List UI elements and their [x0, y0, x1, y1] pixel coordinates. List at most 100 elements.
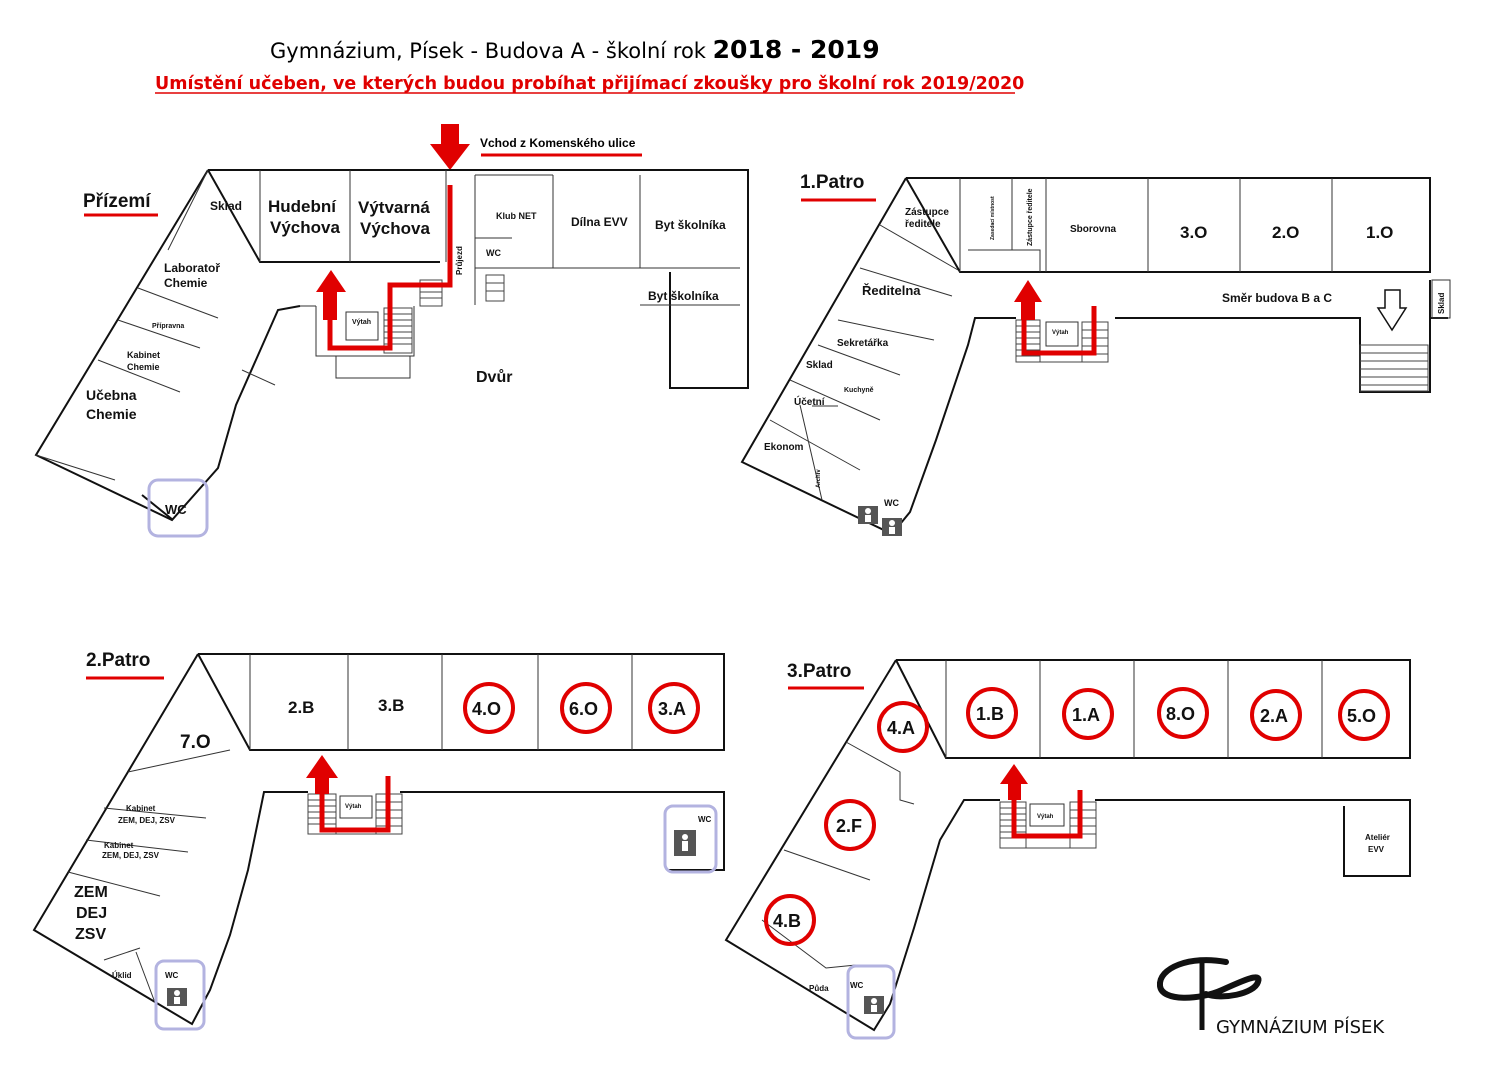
exam-room-marker-4b [764, 894, 816, 946]
room-kabinet-b1: Kabinet [104, 841, 134, 850]
exam-room-marker-1a [1062, 688, 1114, 740]
room-uklid: Úklid [112, 971, 132, 980]
title-years: 2018 - 2019 [713, 35, 880, 64]
room-zastupce-v: Zástupce ředitele [1027, 188, 1034, 246]
room-2a: 2.A [1260, 706, 1288, 726]
route-first [1021, 306, 1097, 356]
subtitle: Umístění učeben, ve kterých budou probíh… [155, 74, 1024, 94]
room-sklad: Sklad [210, 199, 242, 213]
down-arrow-icon [1376, 289, 1408, 332]
room-4o: 4.O [472, 699, 501, 719]
room-puda: Půda [809, 984, 829, 993]
elevator-label-first: Výtah [1052, 330, 1069, 336]
room-ekonom: Ekonom [764, 442, 804, 453]
room-atelier-1: Ateliér [1365, 833, 1390, 842]
exam-room-marker-2a [1250, 689, 1302, 741]
room-klub-net: Klub NET [496, 211, 537, 221]
room-3a: 3.A [658, 699, 686, 719]
room-pripravna: Přípravna [152, 323, 184, 330]
elevator-third [1029, 803, 1065, 827]
room-6o: 6.O [569, 699, 598, 719]
first-floor-plan: 1.Patro Zástupce [740, 172, 1451, 536]
room-hudebni-2: Výchova [270, 218, 340, 237]
room-byt-1: Byt školníka [655, 218, 726, 232]
up-arrow-icon [316, 270, 346, 320]
exam-room-marker-5o [1338, 689, 1390, 741]
storage-box-first [1431, 279, 1451, 319]
room-ucebna-2: Chemie [86, 406, 137, 422]
toilet-icon [167, 988, 187, 1006]
room-5o: 5.O [1347, 706, 1376, 726]
room-reditelna: Ředitelna [862, 283, 921, 298]
toilet-icon [864, 996, 884, 1014]
room-hudebni-1: Hudební [268, 197, 337, 216]
stairs-third [999, 801, 1097, 849]
elevator-label-second: Výtah [345, 804, 362, 810]
room-sekretarka: Sekretářka [837, 338, 889, 349]
room-lab-1: Laboratoř [164, 261, 220, 275]
exam-room-marker-8o [1157, 687, 1209, 739]
room-kabinet-a2: ZEM, DEJ, ZSV [118, 816, 176, 825]
title-main: Gymnázium, Písek - Budova A - školní rok [270, 39, 713, 63]
room-dej: DEJ [76, 905, 107, 922]
exam-room-marker-4a [877, 701, 929, 753]
room-zastupce-1: Zástupce [905, 207, 949, 218]
room-atelier-2: EVV [1368, 845, 1385, 854]
room-wc-second-right: WC [698, 815, 712, 824]
route-third [1011, 786, 1083, 839]
room-wc-first: WC [884, 498, 899, 508]
room-kabinet-a1: Kabinet [126, 804, 156, 813]
room-sklad-2: Sklad [806, 360, 833, 371]
room-kuchyne: Kuchyně [844, 387, 874, 394]
elevator-label-ground: Výtah [352, 319, 371, 326]
elevator-second [339, 795, 373, 819]
exam-room-marker-4o [463, 682, 515, 734]
elevator-label-third: Výtah [1037, 814, 1054, 820]
room-ucebna-1: Učebna [86, 387, 137, 403]
svg-text:Gymnázium, Písek - Budova A -: Gymnázium, Písek - Budova A - školní rok… [270, 35, 880, 64]
room-zsv: ZSV [75, 926, 106, 943]
room-wc-third: WC [850, 981, 864, 990]
room-7o: 7.O [180, 732, 211, 753]
room-archiv: Archiv [816, 469, 822, 488]
wc-frame-ground [147, 478, 209, 538]
ground-floor-label: Přízemí [83, 191, 151, 212]
room-dilna: Dílna EVV [571, 215, 628, 229]
route-second [319, 776, 391, 833]
logo-text: GYMNÁZIUM PÍSEK [1216, 1016, 1385, 1038]
first-floor-label: 1.Patro [800, 172, 864, 193]
room-2o: 2.O [1272, 223, 1299, 242]
room-vytvarna-1: Výtvarná [358, 198, 430, 217]
elevator-first [1045, 321, 1079, 347]
room-prujezd: Průjezd [455, 246, 464, 275]
room-zem: ZEM [74, 884, 108, 901]
toilet-icon [674, 830, 696, 856]
room-sklad-first: Sklad [1437, 293, 1446, 314]
room-kabinet-1: Kabinet [127, 350, 160, 360]
room-2b: 2.B [288, 698, 314, 717]
toilet-icon [858, 506, 902, 536]
room-lab-2: Chemie [164, 276, 208, 290]
room-kabinet-b2: ZEM, DEJ, ZSV [102, 851, 160, 860]
room-3o: 3.O [1180, 223, 1207, 242]
room-wc-second-left: WC [165, 971, 179, 980]
room-1b: 1.B [976, 704, 1004, 724]
room-3b: 3.B [378, 696, 404, 715]
room-byt-2: Byt školníka [648, 289, 719, 303]
room-zastupce-2: ředitele [905, 219, 941, 230]
exam-room-marker-3a [648, 682, 700, 734]
route-ground [327, 185, 453, 351]
room-4a: 4.A [887, 718, 915, 738]
wc-frame-second-right [663, 804, 718, 874]
exam-room-marker-6o [560, 682, 612, 734]
room-ucetni: Účetní [794, 395, 826, 408]
entrance-label: Vchod z Komenského ulice [480, 136, 636, 150]
room-2f: 2.F [836, 816, 862, 836]
third-floor-plan: 3.Patro 4.A 1.B 1.A 8.O 2.A [724, 659, 1411, 1040]
courtyard-label: Dvůr [476, 369, 512, 386]
third-floor-label: 3.Patro [787, 661, 851, 682]
second-floor-plan: 2.Patro 7.O 2.B 3.B 4.O 6.O 3.A [32, 650, 725, 1031]
room-vytvarna-2: Výchova [360, 219, 430, 238]
up-arrow-icon [306, 755, 338, 794]
